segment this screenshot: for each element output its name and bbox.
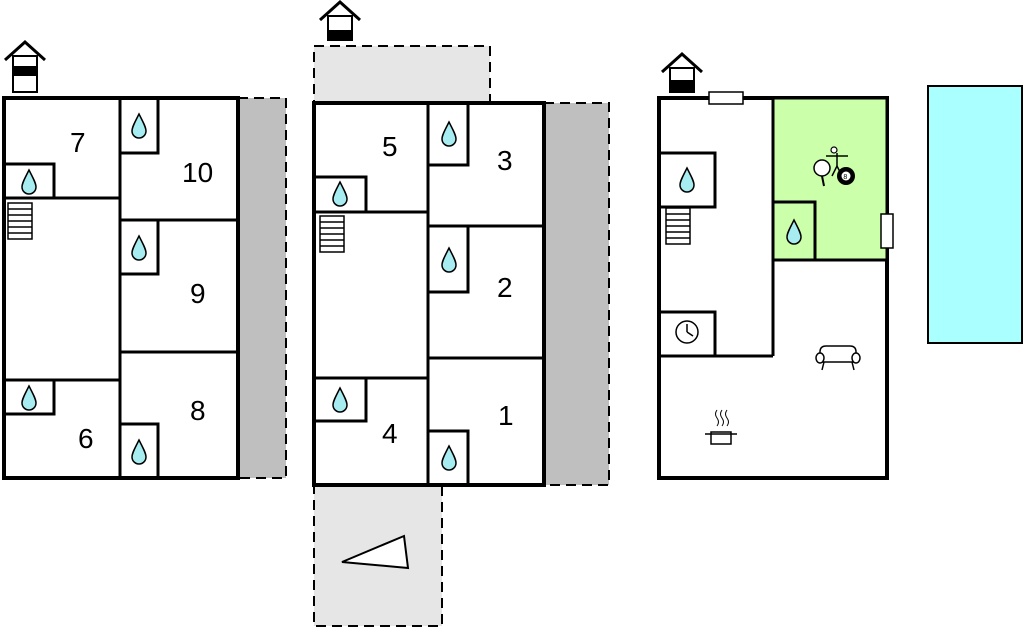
floor-right: 8: [657, 51, 1023, 480]
floor-left: 7 10 9 8 6: [2, 39, 287, 480]
room-label-3: 3: [497, 145, 513, 176]
room-label-8: 8: [190, 395, 206, 426]
billiard-ball-icon: 8: [837, 167, 855, 185]
stairs-icon: [319, 215, 345, 253]
floor-middle: 5 3 2 4 1: [312, 0, 610, 627]
room-label-5: 5: [382, 131, 398, 162]
room-label-4: 4: [382, 418, 398, 449]
window-icon: [708, 91, 744, 105]
house-entrance-icon: [660, 51, 704, 93]
room-label-9: 9: [190, 278, 206, 309]
clock-icon: [675, 320, 699, 344]
window-icon: [880, 213, 894, 249]
room-label-6: 6: [78, 423, 94, 454]
terrace-top: [313, 45, 491, 103]
room-label-1: 1: [498, 400, 514, 431]
sofa-icon: [815, 345, 861, 371]
house-entrance-icon: [318, 0, 362, 41]
stairs-icon: [7, 202, 33, 240]
room-label-7: 7: [70, 127, 86, 158]
swimming-pool: [927, 85, 1023, 344]
terrace-right: [237, 97, 287, 479]
terrace-right: [543, 102, 610, 486]
svg-text:8: 8: [843, 174, 847, 181]
room-label-10: 10: [182, 157, 213, 188]
stairs-icon: [665, 207, 691, 245]
room-label-2: 2: [497, 272, 513, 303]
compass-triangle-icon: [341, 534, 410, 570]
cooking-pot-icon: [705, 409, 737, 445]
house-entrance-icon: [3, 39, 47, 93]
